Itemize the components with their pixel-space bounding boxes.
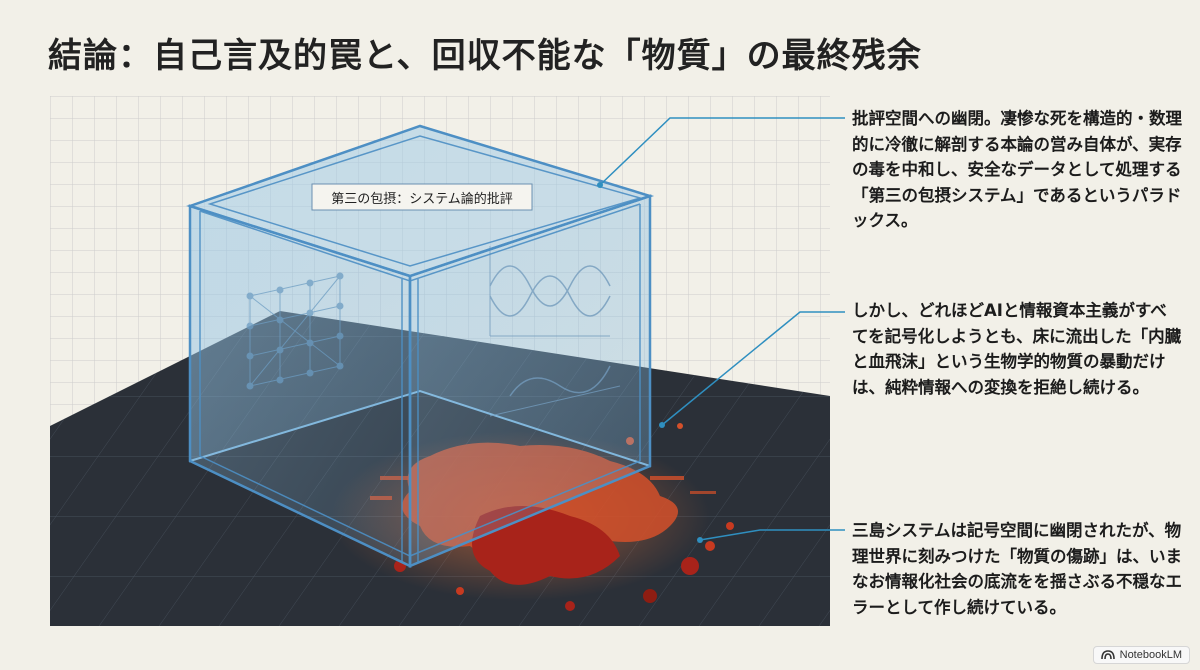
notebooklm-logo-icon — [1100, 650, 1115, 660]
notebooklm-badge: NotebookLM — [1092, 646, 1190, 664]
annotation-material-revolt: しかし、どれほどAIと情報資本主義がすべてを記号化しようとも、床に流出した「内臓… — [852, 301, 1182, 397]
cube-illustration: 第三の包摂：システム論的批評 — [50, 96, 830, 626]
box-label-plate — [311, 183, 533, 211]
annotation-scar-of-matter: 三島システムは記号空間に幽閉されたが、物理世界に刻みつけた「物質の傷跡」は、いま… — [852, 521, 1182, 617]
page-title: 結論：自己言及的罠と、回収不能な「物質」の最終残余 — [48, 36, 922, 76]
annotation-paradox: 批評空間への幽閉。凄惨な死を構造的・数理的に冷徹に解剖する本論の営み自体が、実存… — [852, 109, 1182, 231]
box-label: 第三の包摂：システム論的批評 — [331, 191, 513, 207]
watermark-text: NotebookLM — [1119, 649, 1182, 661]
